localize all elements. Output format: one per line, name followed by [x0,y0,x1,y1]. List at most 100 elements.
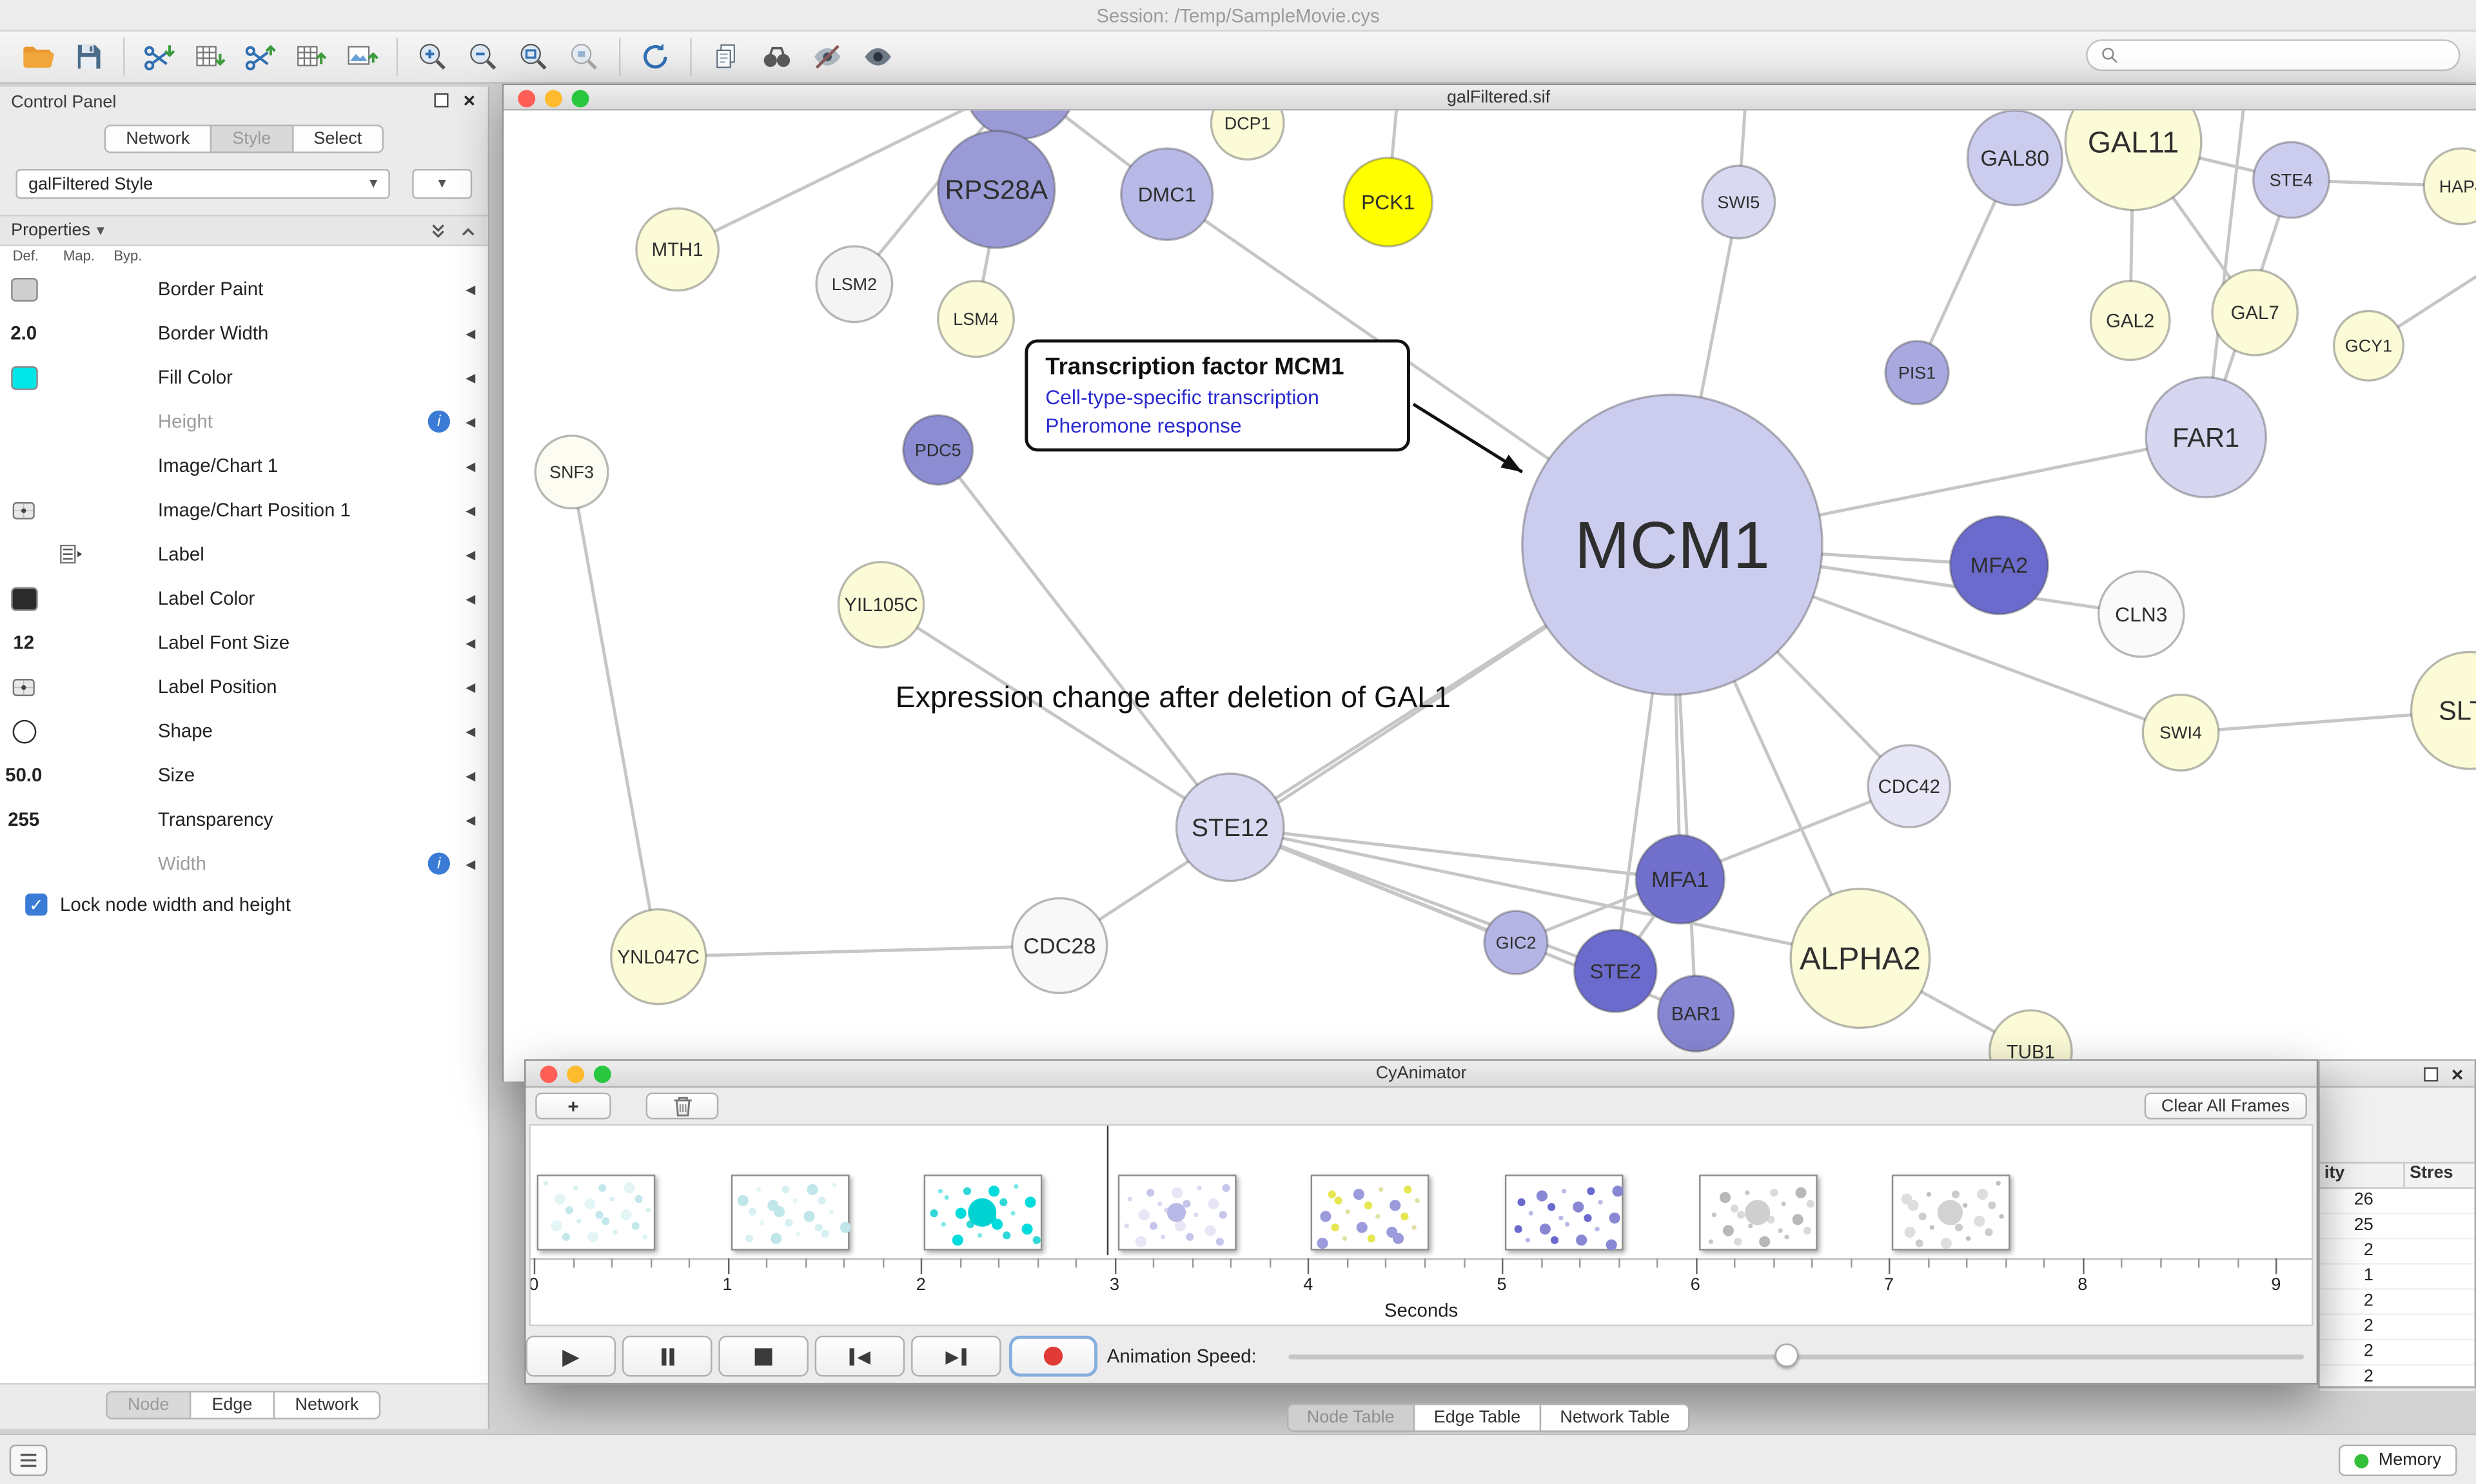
expand-row-icon[interactable]: ◀ [466,326,476,340]
float-panel-icon[interactable] [2424,1066,2439,1081]
network-node-PDC5[interactable]: PDC5 [902,414,974,486]
clear-all-frames-button[interactable]: Clear All Frames [2143,1092,2307,1120]
property-row-image-chart-1[interactable]: Image/Chart 1◀ [0,444,488,488]
network-node-DCP1[interactable]: DCP1 [1210,110,1285,161]
hide-graphics-button[interactable] [802,35,852,79]
expand-row-icon[interactable]: ◀ [466,458,476,473]
results-row[interactable]: 2 [2319,1365,2475,1391]
color-swatch[interactable] [10,365,37,389]
expand-row-icon[interactable]: ◀ [466,679,476,694]
close-panel-icon[interactable]: × [463,88,476,112]
add-frame-button[interactable]: + [535,1092,611,1120]
network-node-YNL047C[interactable]: YNL047C [610,908,707,1006]
playhead[interactable] [1106,1126,1108,1255]
bottom-tab-network[interactable]: Network [273,1391,381,1420]
expand-row-icon[interactable]: ◀ [466,370,476,385]
zoom-window-icon[interactable] [571,90,589,108]
network-node-DMC1[interactable]: DMC1 [1120,147,1214,241]
network-edge-MTH1-RPS28B[interactable] [676,110,1020,251]
results-row[interactable]: 2 [2319,1239,2475,1265]
property-row-border-paint[interactable]: Border Paint◀ [0,267,488,311]
speed-slider-thumb[interactable] [1774,1343,1799,1367]
export-image-button[interactable] [337,35,387,79]
memory-button[interactable]: Memory [2339,1444,2457,1476]
expand-row-icon[interactable]: ◀ [466,723,476,738]
expand-row-icon[interactable]: ◀ [466,635,476,650]
network-node-GAL2[interactable]: GAL2 [2089,280,2171,362]
info-icon[interactable]: i [427,852,450,875]
zoom-out-button[interactable] [458,35,508,79]
network-node-CDC42[interactable]: CDC42 [1867,744,1952,828]
property-row-shape[interactable]: Shape◀ [0,709,488,754]
network-edge-FAR1-aTop5[interactable] [2204,110,2248,438]
network-node-PCK1[interactable]: PCK1 [1342,157,1433,248]
network-node-LSM4[interactable]: LSM4 [936,280,1015,358]
network-node-STE12[interactable]: STE12 [1175,772,1285,883]
results-row[interactable]: 1 [2319,1265,2475,1290]
expand-row-icon[interactable]: ◀ [466,856,476,871]
style-options-button[interactable]: ▾ [412,169,473,199]
properties-header[interactable]: Properties ▾ [0,216,488,247]
zoom-selected-button[interactable] [559,35,609,79]
network-node-BAR1[interactable]: BAR1 [1656,974,1735,1053]
zoom-in-button[interactable] [408,35,458,79]
network-node-MTH1[interactable]: MTH1 [635,207,720,292]
property-row-label-color[interactable]: Label Color◀ [0,576,488,621]
next-frame-button[interactable]: ▶ [911,1335,1001,1377]
expand-row-icon[interactable]: ◀ [466,503,476,518]
tab-style[interactable]: Style [210,124,293,153]
tab-network-table[interactable]: Network Table [1539,1403,1691,1432]
network-edge-SNF3-YNL047C[interactable] [570,471,660,957]
network-node-SLT2[interactable]: SLT2 [2410,650,2476,770]
expand-row-icon[interactable]: ◀ [466,547,476,561]
network-node-SWI4[interactable]: SWI4 [2141,693,2220,772]
bottom-tab-node[interactable]: Node [105,1391,192,1420]
frame-thumbnail-7[interactable] [1892,1175,2011,1251]
network-canvas[interactable]: RPS28ADMC1DCP1PCK1SWI5GAL80GAL11STE4HAP4… [504,110,2476,1082]
network-edge-STE12-PDC5[interactable] [936,449,1232,828]
find-button[interactable] [752,35,802,79]
minimize-window-icon[interactable] [567,1066,585,1084]
expand-row-icon[interactable]: ◀ [466,591,476,606]
search-box[interactable] [2086,39,2461,72]
network-node-GAL80[interactable]: GAL80 [1966,110,2064,207]
network-node-MFA1[interactable]: MFA1 [1635,834,1726,925]
import-table-button[interactable] [185,35,235,79]
network-node-ALPHA2[interactable]: ALPHA2 [1789,888,1931,1030]
results-column-2[interactable]: Stres [2403,1163,2474,1187]
results-column-1[interactable]: ity [2324,1163,2345,1183]
expand-row-icon[interactable]: ◀ [466,768,476,783]
color-swatch[interactable] [10,586,37,610]
cyanimator-titlebar[interactable]: CyAnimator [526,1060,2317,1088]
network-node-GAL11[interactable]: GAL11 [2064,110,2203,211]
network-node-CDC28[interactable]: CDC28 [1011,897,1108,995]
frame-thumbnail-2[interactable] [924,1175,1043,1251]
play-button[interactable]: ▶ [526,1335,616,1377]
network-edge-STE12-ALPHA2[interactable] [1230,825,1861,960]
export-table-button[interactable] [286,35,336,79]
info-icon[interactable]: i [427,410,450,433]
network-node-STE4[interactable]: STE4 [2252,141,2330,219]
network-edge-STE12-STE2[interactable] [1229,825,1616,973]
network-edge-STE12-MFA1[interactable] [1230,825,1680,881]
expand-row-icon[interactable]: ◀ [466,282,476,297]
network-node-STE2[interactable]: STE2 [1573,928,1658,1013]
network-node-FAR1[interactable]: FAR1 [2145,376,2268,499]
tab-network[interactable]: Network [104,124,212,153]
property-row-label[interactable]: Label◀ [0,532,488,576]
expand-row-icon[interactable]: ◀ [466,414,476,429]
tab-node-table[interactable]: Node Table [1286,1403,1415,1432]
results-row[interactable]: 25 [2319,1214,2475,1240]
copy-button[interactable] [701,35,751,79]
previous-frame-button[interactable]: ◀ [814,1335,905,1377]
pause-button[interactable] [622,1335,712,1377]
frame-thumbnail-3[interactable] [1117,1175,1237,1251]
network-node-GIC2[interactable]: GIC2 [1483,910,1549,975]
property-row-label-position[interactable]: Label Position◀ [0,665,488,709]
